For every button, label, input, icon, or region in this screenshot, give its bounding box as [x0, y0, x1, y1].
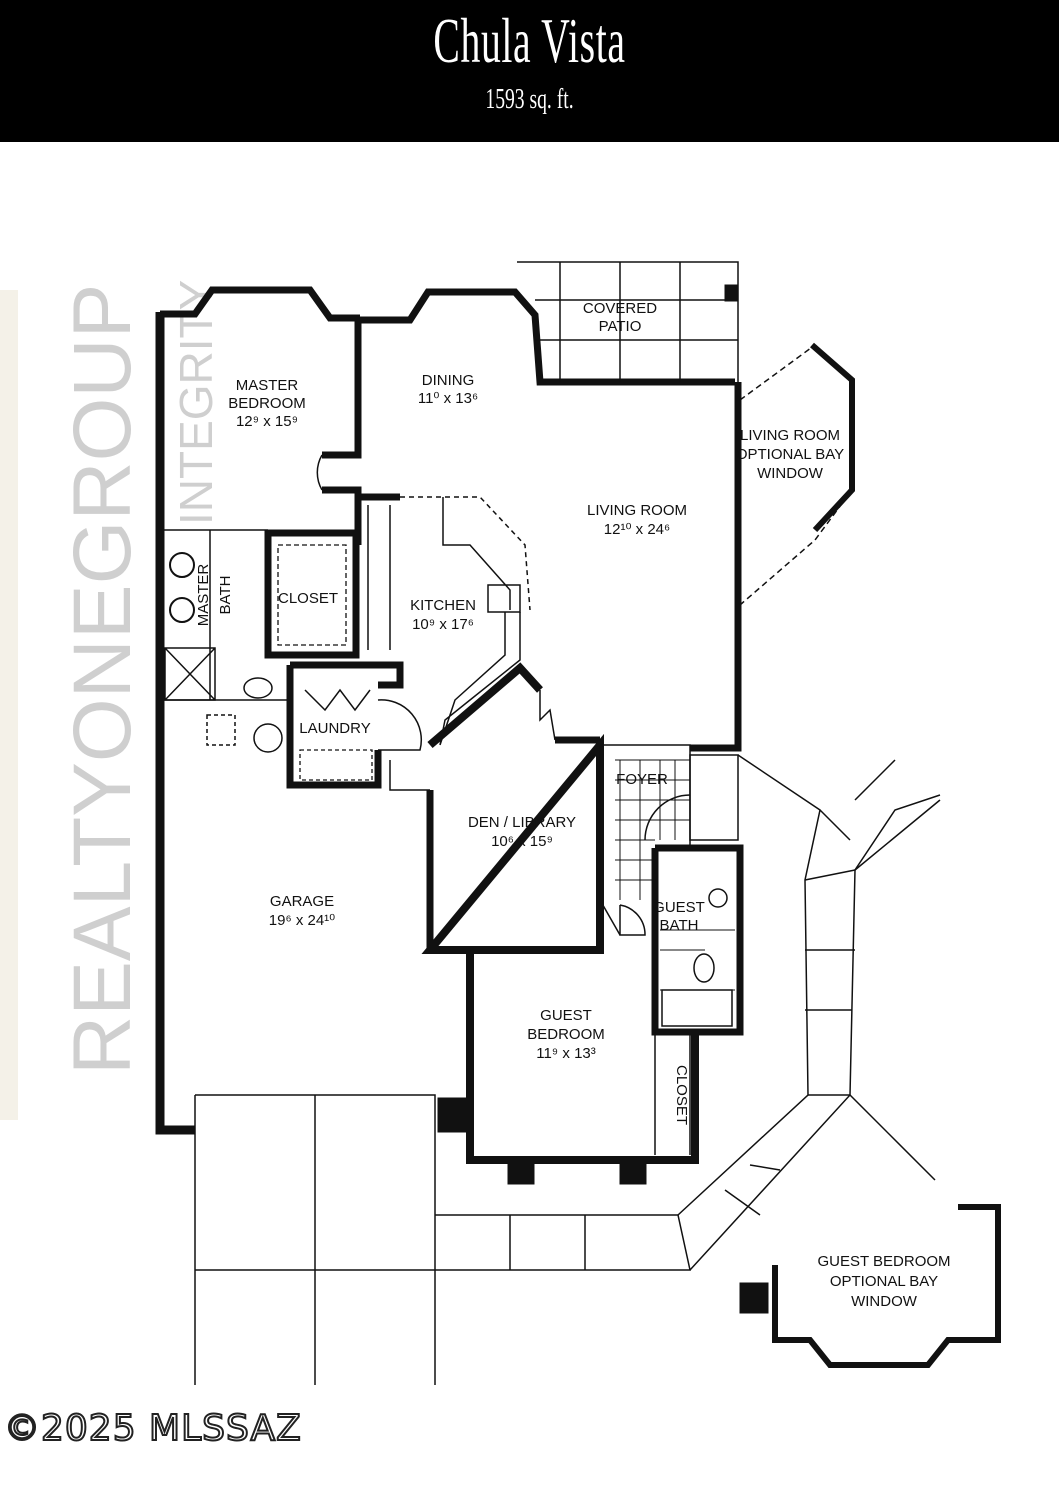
header-banner: Chula Vista 1593 sq. ft. — [0, 0, 1059, 142]
watermark-logo: REALTYONEGROUP INTEGRITY — [0, 280, 222, 1120]
room-foyer: FOYER — [616, 771, 668, 788]
walls — [155, 261, 1001, 1385]
room-laundry: LAUNDRY — [299, 720, 370, 737]
plan-area: 1593 sq. ft. — [485, 84, 574, 115]
plan-title: Chula Vista — [433, 5, 626, 76]
copyright-footer: ©2025 MLSSAZ — [3, 1407, 302, 1450]
watermark-brand: REALTYONEGROUP — [57, 284, 148, 1075]
watermark-sub: INTEGRITY — [170, 280, 222, 525]
room-guest-closet: CLOSET — [673, 1065, 690, 1125]
room-closet: CLOSET — [278, 590, 338, 607]
